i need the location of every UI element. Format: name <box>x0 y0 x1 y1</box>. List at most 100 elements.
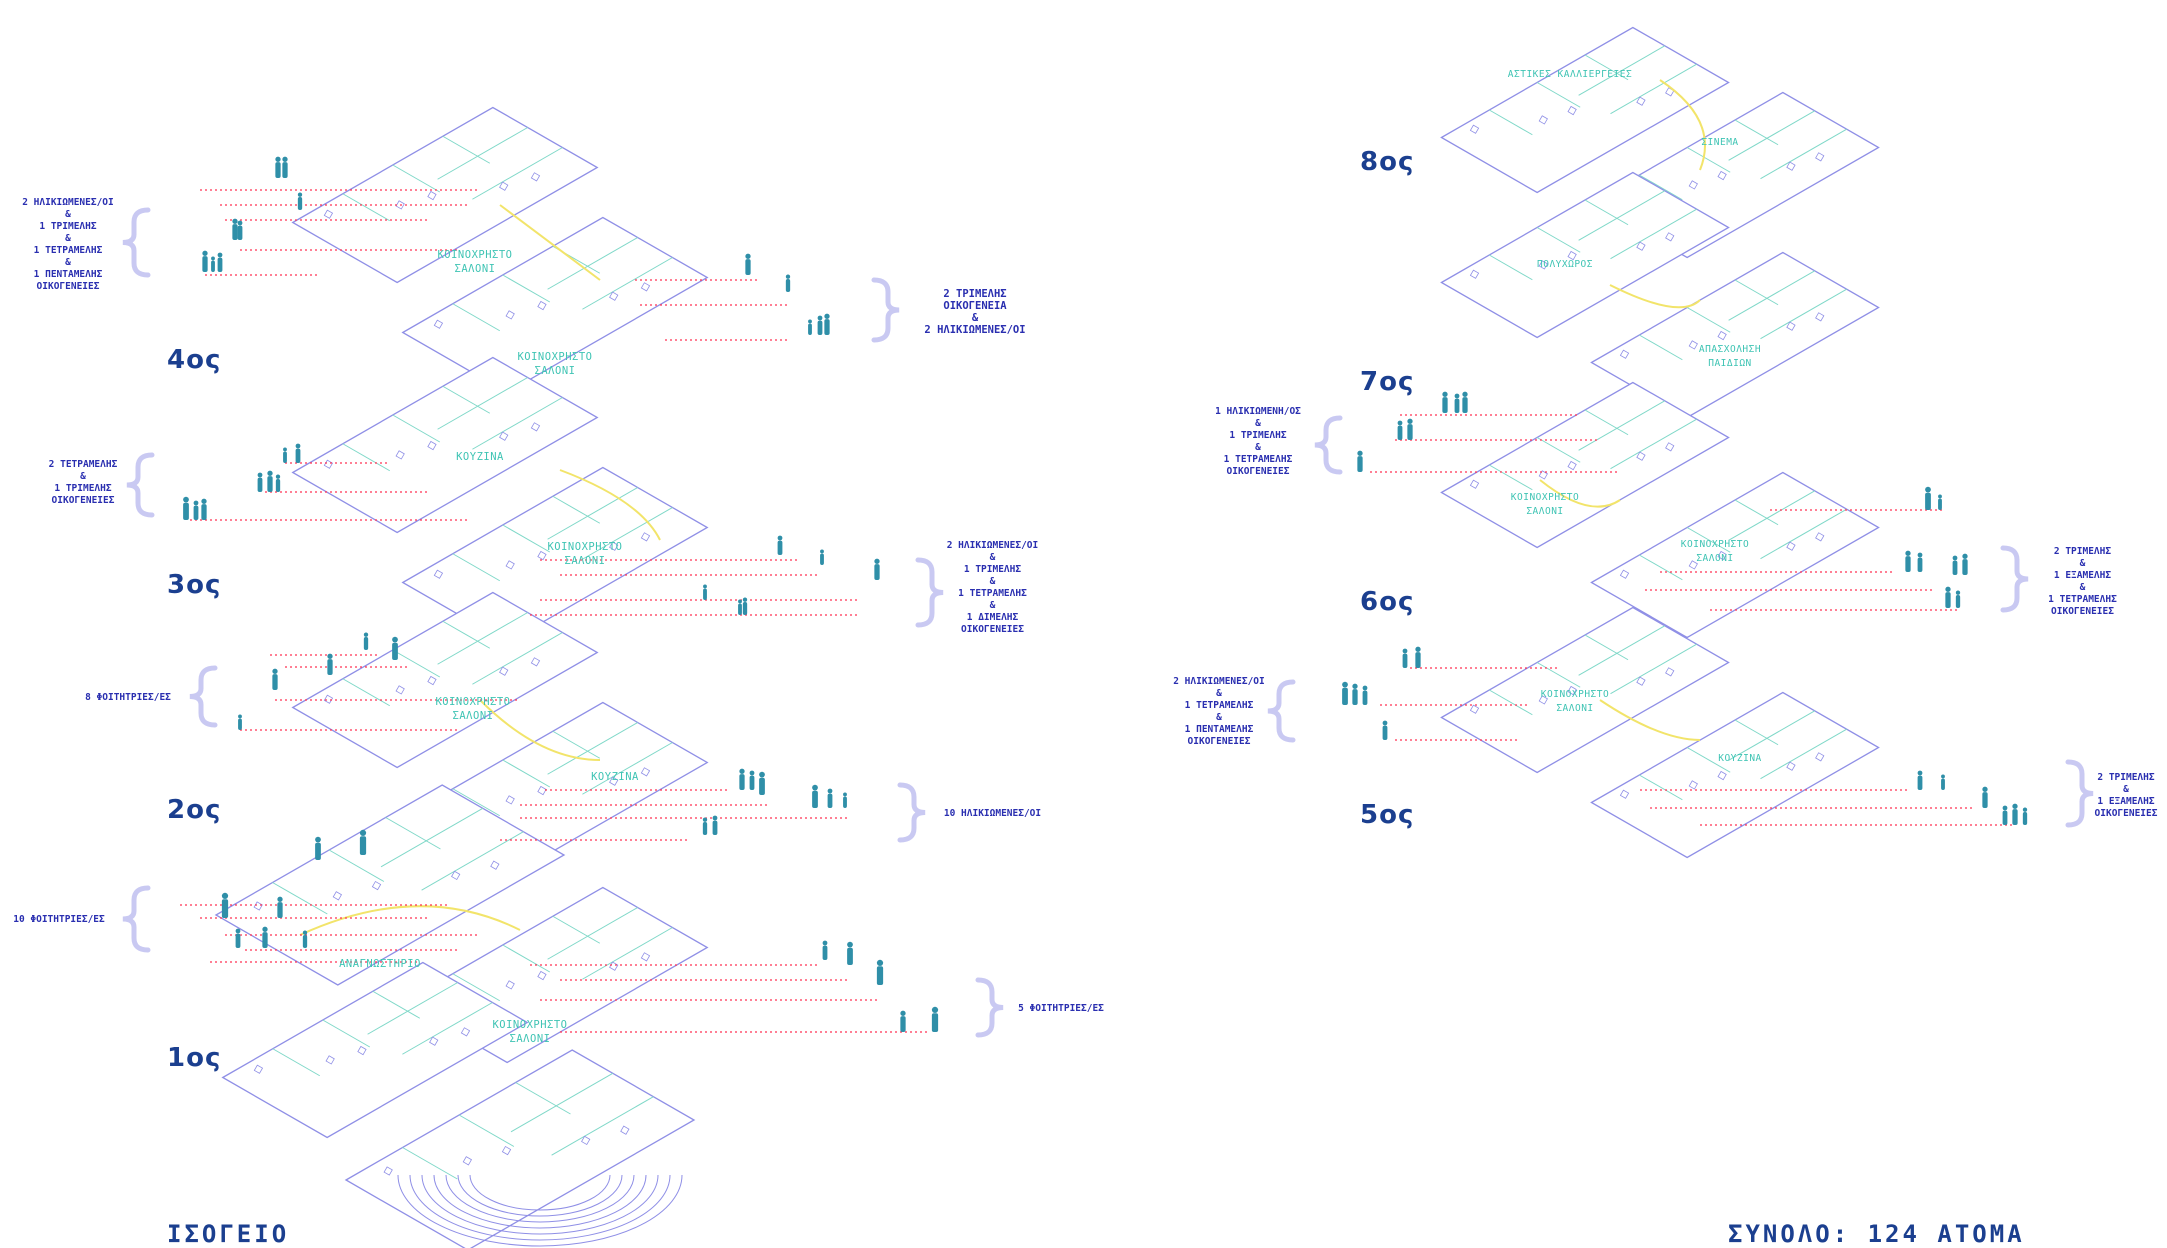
person-figure <box>327 653 333 675</box>
wall-line <box>272 1048 321 1077</box>
wall-line <box>402 1147 458 1180</box>
wall-line <box>502 944 551 973</box>
person-figure <box>295 443 301 463</box>
head <box>1905 550 1911 556</box>
fixture <box>1567 460 1577 471</box>
wall-line <box>547 722 638 775</box>
person-figure <box>1342 681 1348 705</box>
fixture <box>1815 312 1825 322</box>
wall-line <box>452 788 501 817</box>
head <box>812 784 818 791</box>
person-figure <box>1938 494 1942 510</box>
body <box>808 323 812 335</box>
person-figure <box>1982 786 1988 808</box>
fixture <box>1815 752 1825 762</box>
slab-outline <box>291 106 599 284</box>
brace-f2-right <box>897 782 926 843</box>
body <box>712 820 718 835</box>
person-figure <box>1442 391 1448 413</box>
head <box>1357 450 1363 456</box>
slab-left-6 <box>214 784 566 986</box>
body <box>785 279 791 292</box>
room-f1-b: ΚΟΙΝΟΧΡΗΣΤΟ ΣΑΛΟΝΙ <box>492 1019 568 1045</box>
head <box>702 817 708 822</box>
body <box>1362 690 1368 705</box>
person-figure <box>1462 391 1468 413</box>
body <box>1925 492 1931 510</box>
body <box>1945 592 1951 608</box>
brace-f3-left <box>126 452 155 518</box>
body <box>267 476 273 492</box>
person-figure <box>211 256 215 272</box>
slab-right-7 <box>1590 691 1880 859</box>
body <box>824 319 830 335</box>
wall-line <box>1610 208 1697 260</box>
head <box>359 829 367 837</box>
person-figure <box>297 192 303 210</box>
fixture <box>499 181 509 191</box>
room-f7-a: ΠΟΛΥΧΩΡΟΣ <box>1537 259 1593 270</box>
slab-outline <box>291 591 599 769</box>
body <box>275 162 281 178</box>
wall-line <box>452 973 501 1002</box>
room-f7-c: ΚΟΙΝΟΧΡΗΣΤΟ ΣΑΛΟΝΙ <box>1510 492 1580 517</box>
person-figure <box>2002 805 2008 825</box>
circ-7b <box>1539 479 1621 508</box>
fixture <box>1538 115 1548 125</box>
wall-line <box>452 303 501 332</box>
person-figure <box>202 250 208 272</box>
wall-line <box>1728 490 1815 541</box>
person-figure <box>1362 685 1368 705</box>
wall-line <box>1686 307 1731 333</box>
head <box>827 788 833 794</box>
room-f6-a: ΚΟΙΝΟΧΡΗΣΤΟ ΣΑΛΟΝΙ <box>1680 539 1750 564</box>
wall-line <box>552 730 601 759</box>
fixture <box>460 1027 471 1037</box>
person-figure <box>1925 486 1931 510</box>
body <box>876 966 884 985</box>
head <box>1962 553 1968 559</box>
head <box>238 714 242 719</box>
body <box>1454 398 1460 413</box>
wall-line <box>582 507 673 560</box>
person-figure <box>812 784 818 808</box>
head <box>1938 494 1942 499</box>
body <box>1982 792 1988 808</box>
circ-7 <box>1609 284 1701 309</box>
head <box>275 474 281 479</box>
person-figure <box>221 892 229 918</box>
fixture <box>640 767 651 777</box>
body <box>2012 809 2018 825</box>
wall-line <box>1734 119 1779 146</box>
slab-outline <box>221 961 529 1139</box>
wall-line <box>1760 508 1847 560</box>
head <box>749 770 755 776</box>
fixture <box>1469 124 1480 134</box>
brace-f6-right <box>2000 545 2029 613</box>
person-figure <box>820 549 824 565</box>
fixture <box>1815 532 1825 542</box>
head <box>235 928 241 934</box>
body <box>302 935 308 948</box>
person-figure <box>392 636 398 660</box>
body <box>2002 810 2008 825</box>
head <box>297 192 303 197</box>
wall-line <box>1489 464 1533 491</box>
fixture <box>505 980 515 990</box>
wall-line <box>515 1082 571 1115</box>
brace-f1-right <box>975 977 1004 1038</box>
body <box>1462 397 1468 413</box>
floor-label-7: 7ος <box>1360 367 1415 397</box>
wall-line <box>458 1114 515 1147</box>
floor-label-1: 1ος <box>167 1043 222 1073</box>
body <box>1917 775 1923 790</box>
room-f8-a: ΑΣΤΙΚΕΣ ΚΑΛΛΙΕΡΓΕΙΕΣ <box>1507 69 1633 80</box>
wall-line <box>502 759 551 788</box>
body <box>201 504 207 520</box>
fixture <box>1567 685 1577 696</box>
person-figure <box>359 829 367 855</box>
wall-line <box>1536 82 1581 108</box>
head <box>1382 720 1388 726</box>
fixture <box>427 190 437 201</box>
